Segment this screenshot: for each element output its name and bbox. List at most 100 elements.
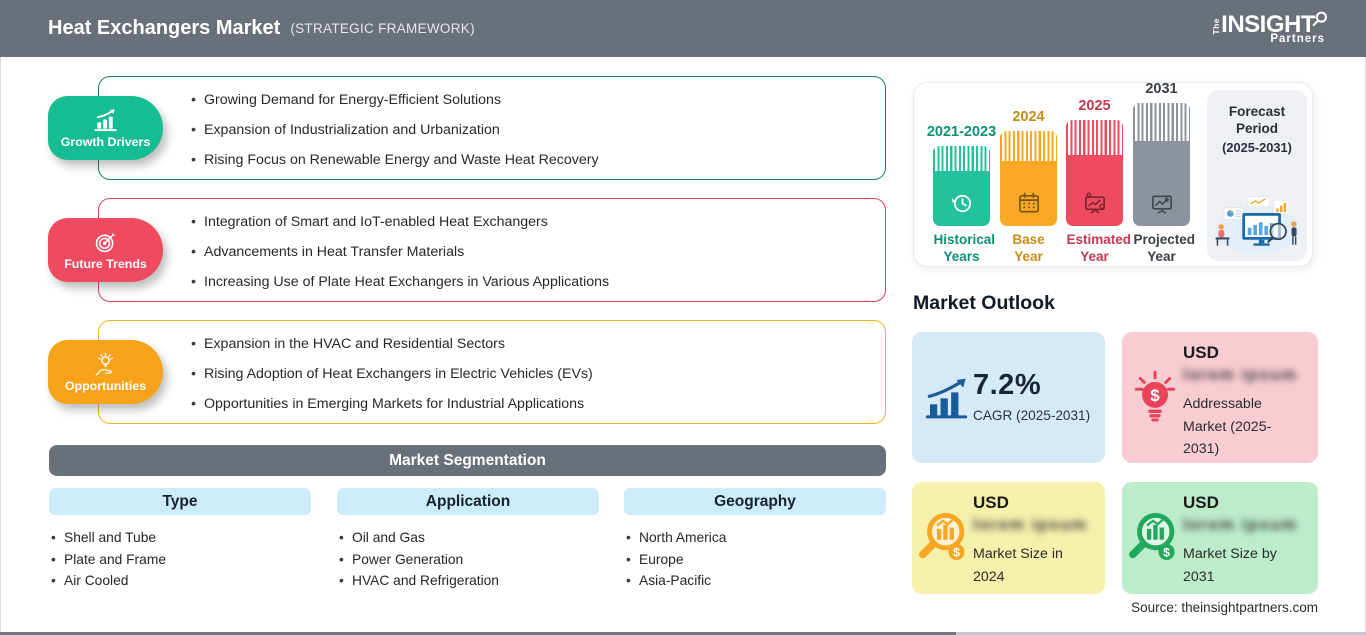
list-item: Asia-Pacific xyxy=(626,570,886,592)
logo-row: The INSIGHT xyxy=(1210,11,1328,37)
segment-header-application: Application xyxy=(337,488,599,515)
timeline-year-label: 2021-2023 xyxy=(926,124,997,140)
timeline-year-label: 2024 xyxy=(1012,109,1045,125)
bullet-item: Expansion in the HVAC and Residential Se… xyxy=(191,335,885,354)
blurred-value: lorem ipsum xyxy=(1183,366,1298,384)
history-clock-icon xyxy=(951,194,971,213)
timeline-bar xyxy=(1066,120,1123,226)
forecast-board-icon xyxy=(1084,192,1105,214)
key-icon xyxy=(1312,11,1327,27)
growth-drivers-section: Growing Demand for Energy-Efficient Solu… xyxy=(0,76,900,180)
lightbulb-hand-icon xyxy=(95,352,113,376)
market-segmentation-title: Market Segmentation xyxy=(389,451,546,469)
magnifier-chart-green-icon: $ xyxy=(1129,512,1175,560)
growth-drivers-label: Growth Drivers xyxy=(60,134,151,149)
forecast-period-range: (2025-2031) xyxy=(1222,140,1292,155)
usd-label: USD xyxy=(973,493,1009,512)
opportunities-pill: Opportunities xyxy=(48,340,163,404)
bullet-item: Growing Demand for Energy-Efficient Solu… xyxy=(191,91,885,110)
timeline-year-label: 2025 xyxy=(1078,98,1111,114)
segment-column-application: Application Oil and Gas Power Generation… xyxy=(337,488,599,592)
blurred-value: lorem ipsum xyxy=(1183,516,1298,534)
future-trends-box: Integration of Smart and IoT-enabled Hea… xyxy=(98,198,886,302)
list-item: Oil and Gas xyxy=(339,527,599,549)
usd-label: USD xyxy=(1183,493,1219,512)
target-icon xyxy=(95,232,115,252)
market-size-2031-card: $ USD lorem ipsum Market Size by 2031 xyxy=(1122,482,1318,594)
timeline-caption: Projected Year xyxy=(1133,232,1196,264)
segment-header-geography: Geography xyxy=(624,488,886,515)
card-caption: Market Size by 2031 xyxy=(1183,546,1277,585)
forecast-period-box: Forecast Period (2025-2031) xyxy=(1207,90,1307,261)
opportunities-section: Expansion in the HVAC and Residential Se… xyxy=(0,320,900,424)
market-timeline-card: 2021-2023 Historical Years 2024 xyxy=(913,81,1313,267)
magnifier-chart-orange-icon: $ xyxy=(919,512,965,560)
bar-stripes xyxy=(1066,120,1123,155)
timeline-projected: 2031 Projected Year xyxy=(1133,81,1196,266)
addressable-market-card: $ USD lorem ipsum Addressable Market (20… xyxy=(1122,332,1318,463)
list-item: Air Cooled xyxy=(51,570,311,592)
bar-stripes xyxy=(1133,103,1190,141)
timeline-bar xyxy=(933,146,990,226)
card-caption: Addressable Market (2025-2031) xyxy=(1183,396,1272,457)
growth-arrow-icon xyxy=(925,378,968,419)
market-outlook-title: Market Outlook xyxy=(913,292,1055,314)
opportunities-label: Opportunities xyxy=(64,378,147,393)
svg-text:$: $ xyxy=(1150,386,1160,405)
cagr-caption: CAGR (2025-2031) xyxy=(973,408,1091,423)
bullet-item: Rising Adoption of Heat Exchangers in El… xyxy=(191,365,885,384)
list-item: HVAC and Refrigeration xyxy=(339,570,599,592)
timeline-year-label: 2031 xyxy=(1145,81,1178,97)
bullet-item: Advancements in Heat Transfer Materials xyxy=(191,243,885,262)
bullet-item: Increasing Use of Plate Heat Exchangers … xyxy=(191,273,885,292)
market-segmentation-header: Market Segmentation xyxy=(49,445,886,476)
timeline-bar xyxy=(1133,103,1190,226)
list-item: Europe xyxy=(626,549,886,571)
page-subtitle: (STRATEGIC FRAMEWORK) xyxy=(290,21,475,36)
list-item: Shell and Tube xyxy=(51,527,311,549)
growth-chart-icon xyxy=(94,108,117,131)
growth-drivers-list: Growing Demand for Energy-Efficient Solu… xyxy=(99,77,885,179)
projection-screen-icon xyxy=(1151,195,1172,214)
segment-header-type: Type xyxy=(49,488,311,515)
blurred-value: lorem ipsum xyxy=(973,516,1088,534)
logo-the: The xyxy=(1210,17,1221,35)
bulb-dollar-icon: $ xyxy=(1134,370,1176,422)
segment-list-application: Oil and Gas Power Generation HVAC and Re… xyxy=(337,527,599,592)
usd-label: USD xyxy=(1183,343,1219,362)
source-attribution: Source: theinsightpartners.com xyxy=(1131,600,1318,615)
card-caption: Market Size in 2024 xyxy=(973,546,1063,585)
growth-drivers-box: Growing Demand for Energy-Efficient Solu… xyxy=(98,76,886,180)
cagr-value: 7.2% xyxy=(973,369,1042,401)
timeline-caption: Historical Years xyxy=(933,232,996,264)
list-item: North America xyxy=(626,527,886,549)
header: Heat Exchangers Market (STRATEGIC FRAMEW… xyxy=(0,0,1366,57)
future-trends-section: Integration of Smart and IoT-enabled Hea… xyxy=(0,198,900,302)
bullet-item: Rising Focus on Renewable Energy and Was… xyxy=(191,151,885,170)
list-item: Plate and Frame xyxy=(51,549,311,571)
timeline-caption: Base Year xyxy=(1012,232,1045,264)
segment-list-geography: North America Europe Asia-Pacific xyxy=(624,527,886,592)
list-item: Power Generation xyxy=(339,549,599,571)
bar-stripes xyxy=(1000,131,1057,161)
calendar-icon xyxy=(1018,192,1039,213)
segment-column-type: Type Shell and Tube Plate and Frame Air … xyxy=(49,488,311,592)
segment-list-type: Shell and Tube Plate and Frame Air Coole… xyxy=(49,527,311,592)
future-trends-list: Integration of Smart and IoT-enabled Hea… xyxy=(99,199,885,301)
growth-drivers-pill: Growth Drivers xyxy=(48,96,163,160)
bottom-bar-light xyxy=(956,632,1366,635)
timeline-historical: 2021-2023 Historical Years xyxy=(927,83,996,266)
bullet-item: Integration of Smart and IoT-enabled Hea… xyxy=(191,213,885,232)
cagr-card: 7.2% CAGR (2025-2031) xyxy=(912,332,1105,463)
logo-partners: Partners xyxy=(1270,33,1325,46)
timeline-bar xyxy=(1000,131,1057,226)
page-title: Heat Exchangers Market xyxy=(48,17,281,39)
bar-stripes xyxy=(933,146,990,171)
svg-text:$: $ xyxy=(953,546,960,560)
svg-text:$: $ xyxy=(1163,546,1170,560)
segment-column-geography: Geography North America Europe Asia-Paci… xyxy=(624,488,886,592)
timeline-base: 2024 Base Year xyxy=(1000,83,1057,266)
timeline-caption: Estimated Year xyxy=(1066,232,1132,264)
bottom-bar-dark xyxy=(0,632,956,635)
opportunities-list: Expansion in the HVAC and Residential Se… xyxy=(99,321,885,423)
